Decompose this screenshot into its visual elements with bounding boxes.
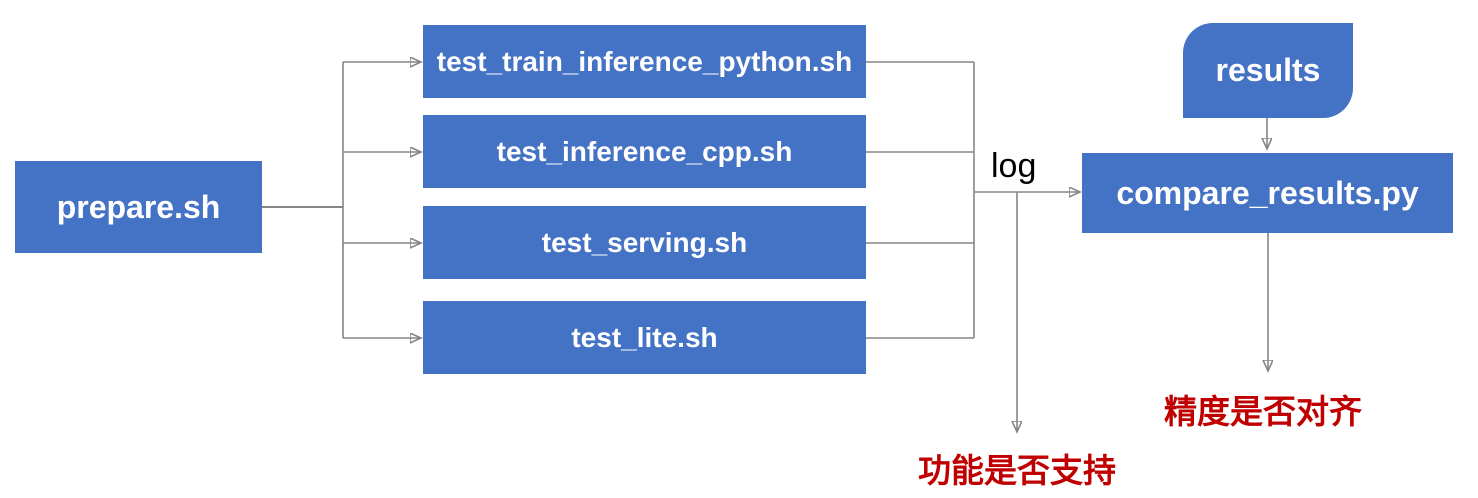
node-test-train-inference-python-sh: test_train_inference_python.sh [423, 25, 866, 98]
node-test-serving-sh: test_serving.sh [423, 206, 866, 279]
node-compare-results-py: compare_results.py [1082, 153, 1453, 233]
node-results: results [1183, 23, 1353, 118]
node-test-lite-sh: test_lite.sh [423, 301, 866, 374]
node-test-inference-cpp-sh: test_inference_cpp.sh [423, 115, 866, 188]
node-prepare-sh: prepare.sh [15, 161, 262, 253]
annotation-precision-alignment: 精度是否对齐 [1164, 393, 1362, 430]
edge-label-log: log [991, 147, 1037, 185]
annotation-function-support: 功能是否支持 [918, 452, 1116, 489]
